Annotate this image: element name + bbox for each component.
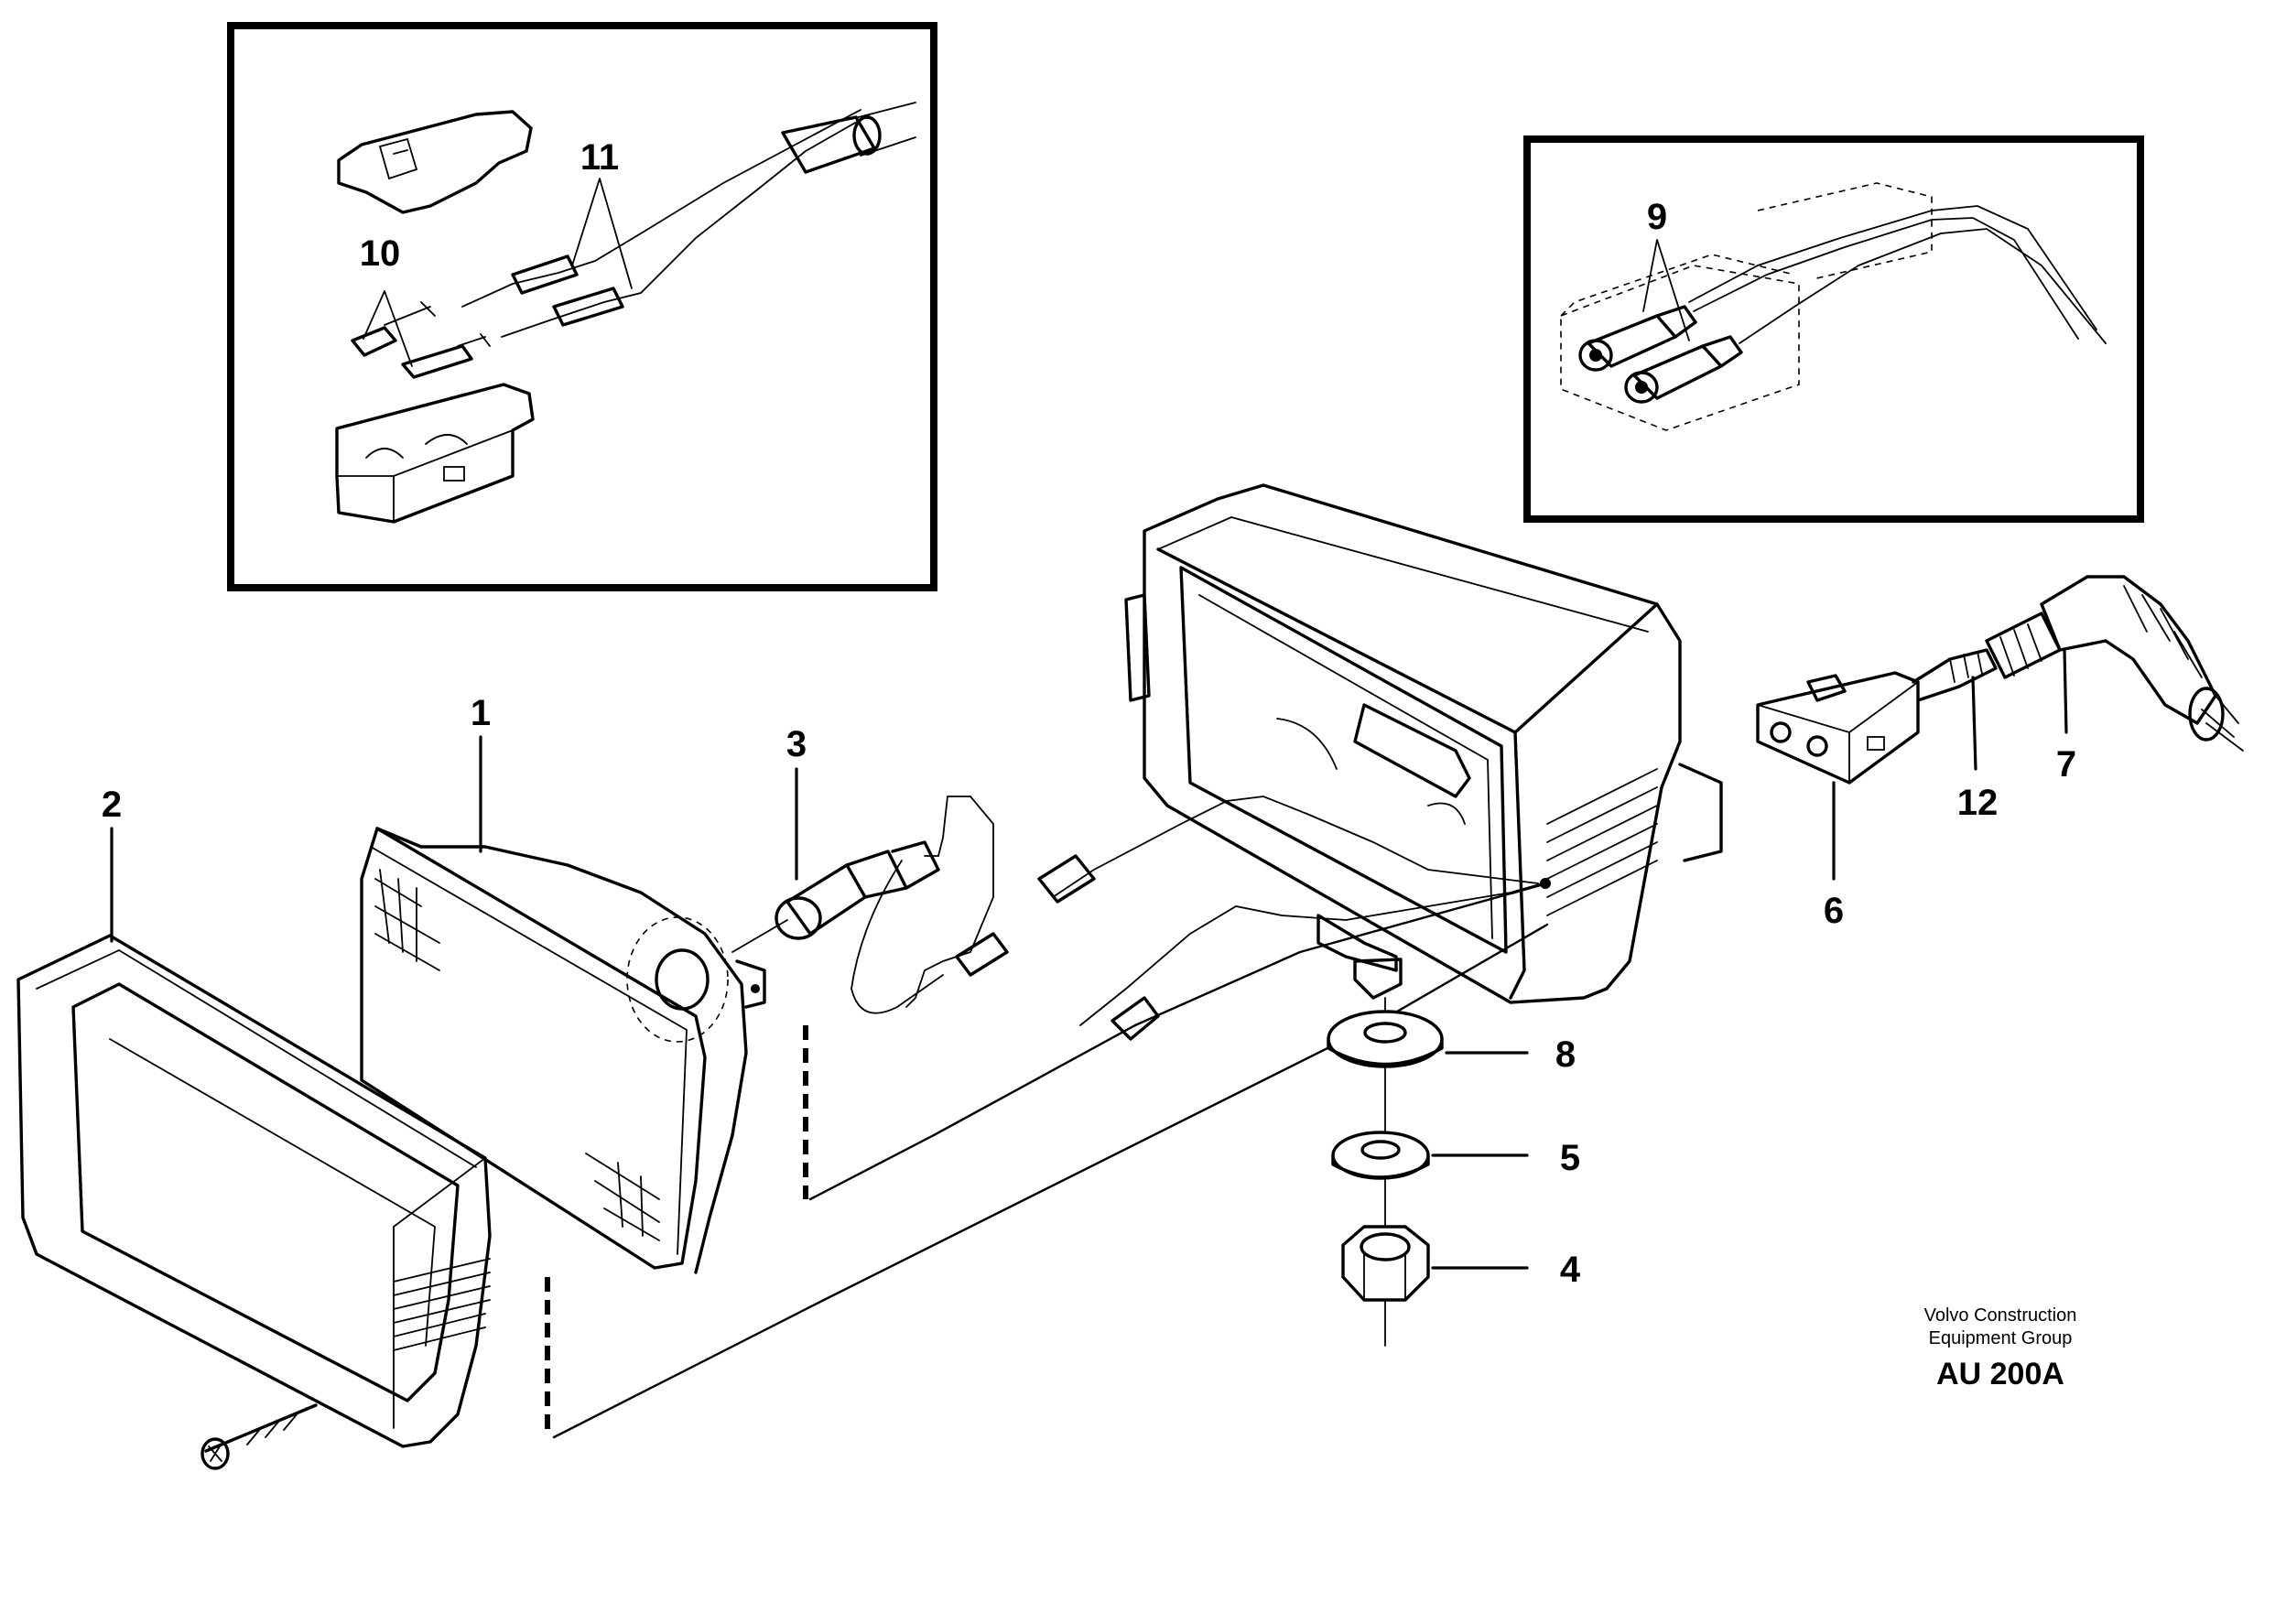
caption-line-2: Equipment Group xyxy=(1929,1328,2073,1348)
wire-seal-upper xyxy=(511,254,579,295)
label-6: 6 xyxy=(1824,891,1844,931)
inset-frame-right xyxy=(1523,135,2144,523)
terminal-lower xyxy=(401,344,473,379)
wire-connector-upper xyxy=(1037,854,1096,904)
label-5: 5 xyxy=(1560,1138,1580,1178)
wire-lower xyxy=(501,114,871,338)
label-12: 12 xyxy=(1957,783,1999,823)
terminal-upper xyxy=(351,326,397,357)
wire-upper xyxy=(461,109,861,308)
inset-frame-left xyxy=(227,22,937,591)
part-7-elbow xyxy=(2040,575,2217,725)
label-9: 9 xyxy=(1647,197,1667,237)
leader-12 xyxy=(1971,676,1977,771)
label-4: 4 xyxy=(1560,1250,1581,1290)
label-3: 3 xyxy=(786,724,807,764)
label-7: 7 xyxy=(2056,744,2076,785)
inset-connector-detail: 10 11 xyxy=(227,22,937,591)
inset-cable-detail: 9 xyxy=(1523,135,2144,523)
fastener-stack xyxy=(1327,997,1529,1347)
part-6-connector xyxy=(1756,671,1920,785)
part-2-bezel xyxy=(16,934,492,1470)
label-10: 10 xyxy=(360,233,401,274)
caption-line-1: Volvo Construction xyxy=(1924,1305,2077,1326)
part-3-bulb xyxy=(731,796,994,1014)
assembly-lines xyxy=(545,882,1549,1439)
cable-wire-a xyxy=(1688,205,2097,330)
connector-housing xyxy=(335,383,535,524)
wire-seal-lower xyxy=(552,287,624,327)
part-1-reflector xyxy=(360,827,766,1274)
leader-7 xyxy=(2063,648,2068,734)
drawing-code: AU 200A xyxy=(1936,1357,2064,1391)
connector-cover-top xyxy=(337,110,533,214)
plug-b xyxy=(1624,335,1743,404)
lamp-housing xyxy=(955,483,1723,1041)
label-1: 1 xyxy=(471,693,491,733)
wire-connector-lower xyxy=(955,932,1009,977)
cable-assembly xyxy=(1756,575,2244,881)
label-8: 8 xyxy=(1555,1034,1576,1075)
label-2: 2 xyxy=(102,785,122,825)
plug-a xyxy=(1578,305,1697,372)
leader-11 xyxy=(571,178,633,289)
leader-10 xyxy=(363,290,413,367)
label-11: 11 xyxy=(580,137,619,178)
mount-stud xyxy=(1353,958,1403,1000)
leader-9 xyxy=(1642,239,1690,341)
